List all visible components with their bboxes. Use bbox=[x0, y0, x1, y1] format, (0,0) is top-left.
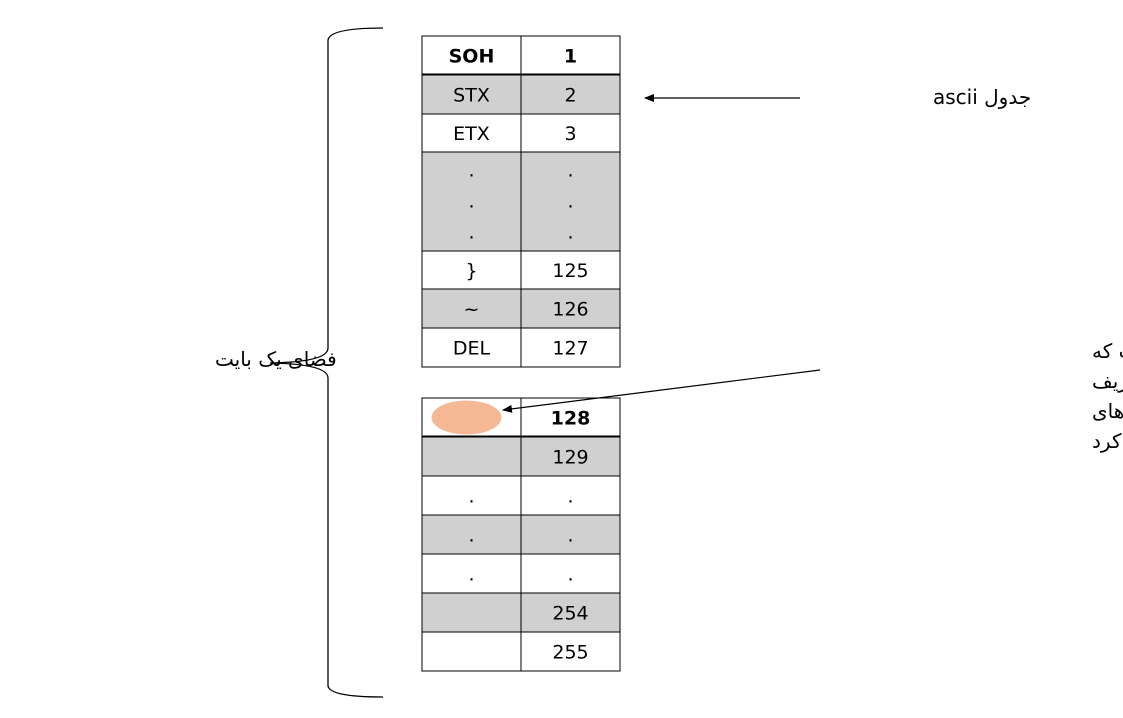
code-cell: . bbox=[567, 191, 573, 213]
code-cell: . bbox=[567, 486, 573, 508]
lower-table: 128 129...... 254 255 bbox=[421, 397, 621, 672]
empty-space-line: فضای خالی درون بایت که bbox=[1092, 339, 1123, 363]
empty-space-line: مجموعه کاراکتر های bbox=[1092, 399, 1123, 423]
table-row: ...... bbox=[421, 151, 621, 252]
table-row: STX 2 bbox=[421, 74, 621, 115]
name-cell: } bbox=[465, 260, 477, 282]
code-cell: 129 bbox=[552, 447, 588, 469]
code-cell: 126 bbox=[552, 299, 588, 321]
table-row: .. bbox=[421, 514, 621, 555]
code-cell: 3 bbox=[564, 123, 576, 145]
code-cell: 255 bbox=[552, 642, 588, 664]
name-cell: . bbox=[468, 222, 474, 244]
ascii-table-label: جدول ascii bbox=[933, 85, 1031, 109]
code-cell: 128 bbox=[551, 408, 591, 430]
code-cell: 127 bbox=[552, 338, 588, 360]
code-cell: . bbox=[567, 564, 573, 586]
name-cell: . bbox=[468, 525, 474, 547]
name-cell: SOH bbox=[449, 46, 495, 68]
table-row: 129 bbox=[421, 436, 621, 477]
empty-space-marker bbox=[431, 400, 502, 435]
empty-space-label: فضای خالی درون بایت که می توان از آن برا… bbox=[1092, 339, 1123, 453]
name-cell: DEL bbox=[453, 338, 491, 360]
one-byte-space-label: فضای یک بایت bbox=[215, 347, 337, 371]
empty-space-arrow bbox=[502, 369, 821, 413]
name-cell: . bbox=[468, 191, 474, 213]
code-cell: . bbox=[567, 222, 573, 244]
table-row: SOH 1 bbox=[421, 35, 621, 77]
table-row: ~126 bbox=[421, 288, 621, 329]
table-row: 255 bbox=[421, 631, 621, 672]
table-row: 254 bbox=[421, 592, 621, 633]
empty-space-line: می توان از آن برای تعریف bbox=[1092, 368, 1123, 393]
name-cell: . bbox=[468, 564, 474, 586]
table-row: .. bbox=[421, 475, 621, 516]
table-row: DEL 127 bbox=[421, 327, 621, 368]
name-cell: ETX bbox=[453, 123, 490, 145]
byte-brace bbox=[269, 27, 384, 698]
table-row: .. bbox=[421, 553, 621, 594]
code-cell: 125 bbox=[552, 260, 588, 282]
empty-space-line: دلخواه استفاده کرد bbox=[1092, 429, 1123, 453]
code-cell: . bbox=[567, 160, 573, 182]
code-cell: 1 bbox=[564, 46, 577, 68]
name-cell: . bbox=[468, 160, 474, 182]
table-row: 128 bbox=[421, 397, 621, 439]
code-cell: 254 bbox=[552, 603, 588, 625]
code-cell: 2 bbox=[564, 85, 576, 107]
code-cell: . bbox=[567, 525, 573, 547]
name-cell: STX bbox=[453, 85, 490, 107]
table-row: } 125 bbox=[421, 250, 621, 290]
table-row: ETX 3 bbox=[421, 113, 621, 153]
name-cell: ~ bbox=[464, 299, 480, 321]
name-cell: . bbox=[468, 486, 474, 508]
